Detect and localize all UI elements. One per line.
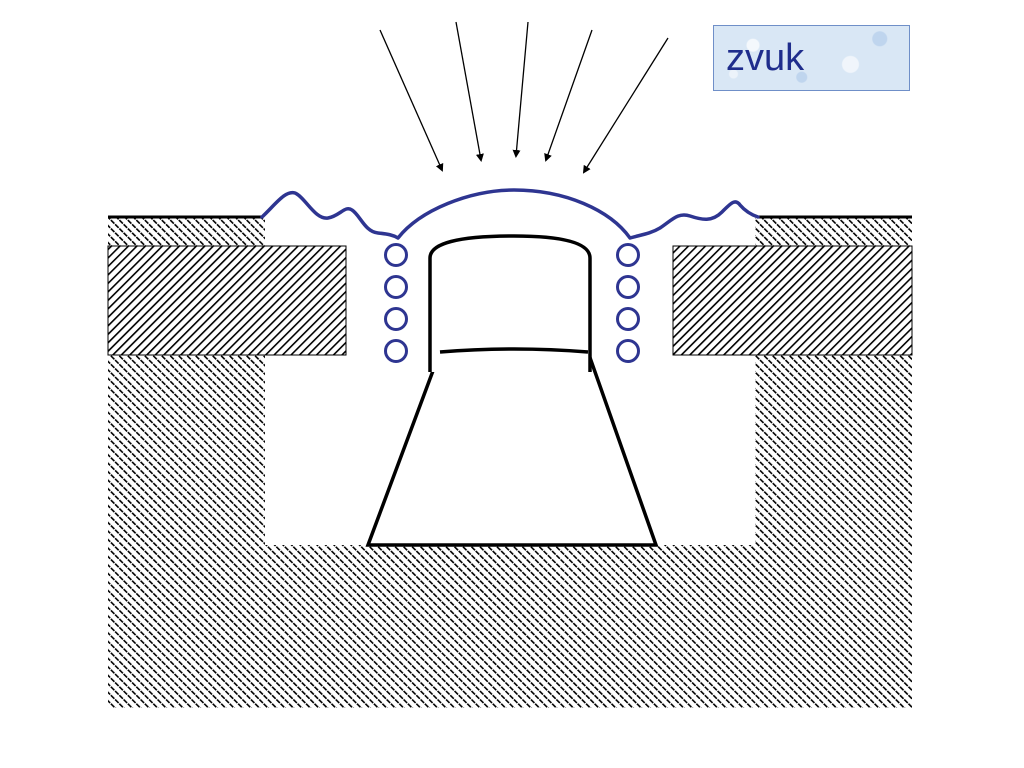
- arrow-down-icon: [512, 21, 529, 158]
- membrane: [260, 188, 760, 240]
- sound-arrows: [379, 21, 669, 174]
- pole-plate-right: [672, 245, 913, 356]
- arrow-down-icon: [582, 37, 669, 174]
- sound-label-box: zvuk: [713, 25, 910, 91]
- voice-coil-left: [384, 243, 408, 363]
- pole-cap-base: [439, 347, 589, 354]
- arrow-down-icon: [455, 21, 484, 162]
- pole-plate-left: [107, 245, 347, 356]
- arrow-down-icon: [544, 29, 593, 162]
- arrow-down-icon: [379, 29, 444, 172]
- magnet-housing: [108, 218, 912, 708]
- voice-coil-right: [616, 243, 640, 363]
- pole-cap: [428, 234, 592, 372]
- magnet-core: [365, 350, 659, 547]
- sound-label: zvuk: [726, 37, 805, 79]
